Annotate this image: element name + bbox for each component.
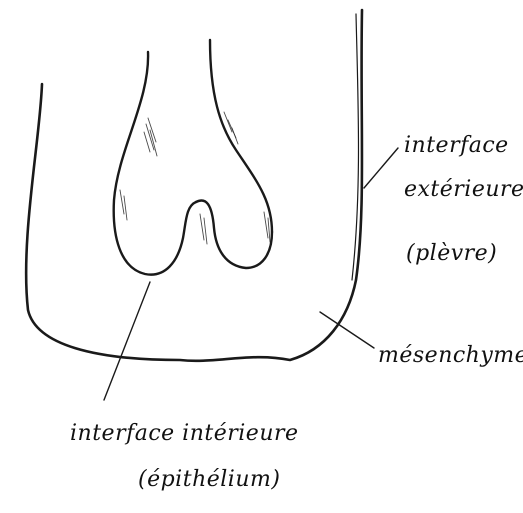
inner-interface-left-wall bbox=[114, 52, 196, 275]
inner-interface-leader bbox=[104, 282, 150, 400]
mesenchyme-leader bbox=[320, 312, 374, 348]
outer-interface-outline bbox=[26, 10, 362, 361]
outer-interface-label-line2: extérieure bbox=[404, 177, 523, 202]
outer-interface-outline-retrace bbox=[352, 14, 359, 280]
inner-interface-label-line1: interface intérieure bbox=[70, 421, 299, 446]
inner-interface-cleft bbox=[196, 200, 272, 268]
inner-interface-right-wall bbox=[210, 40, 272, 232]
outer-interface-leader bbox=[364, 148, 398, 188]
mesenchyme-label: mésenchyme bbox=[378, 343, 523, 368]
epithelium-shading bbox=[120, 112, 270, 244]
outer-interface-label-line1: interface bbox=[404, 133, 509, 158]
inner-interface-label-line2: (épithélium) bbox=[138, 467, 280, 492]
outer-interface-label-line3: (plèvre) bbox=[406, 241, 497, 266]
